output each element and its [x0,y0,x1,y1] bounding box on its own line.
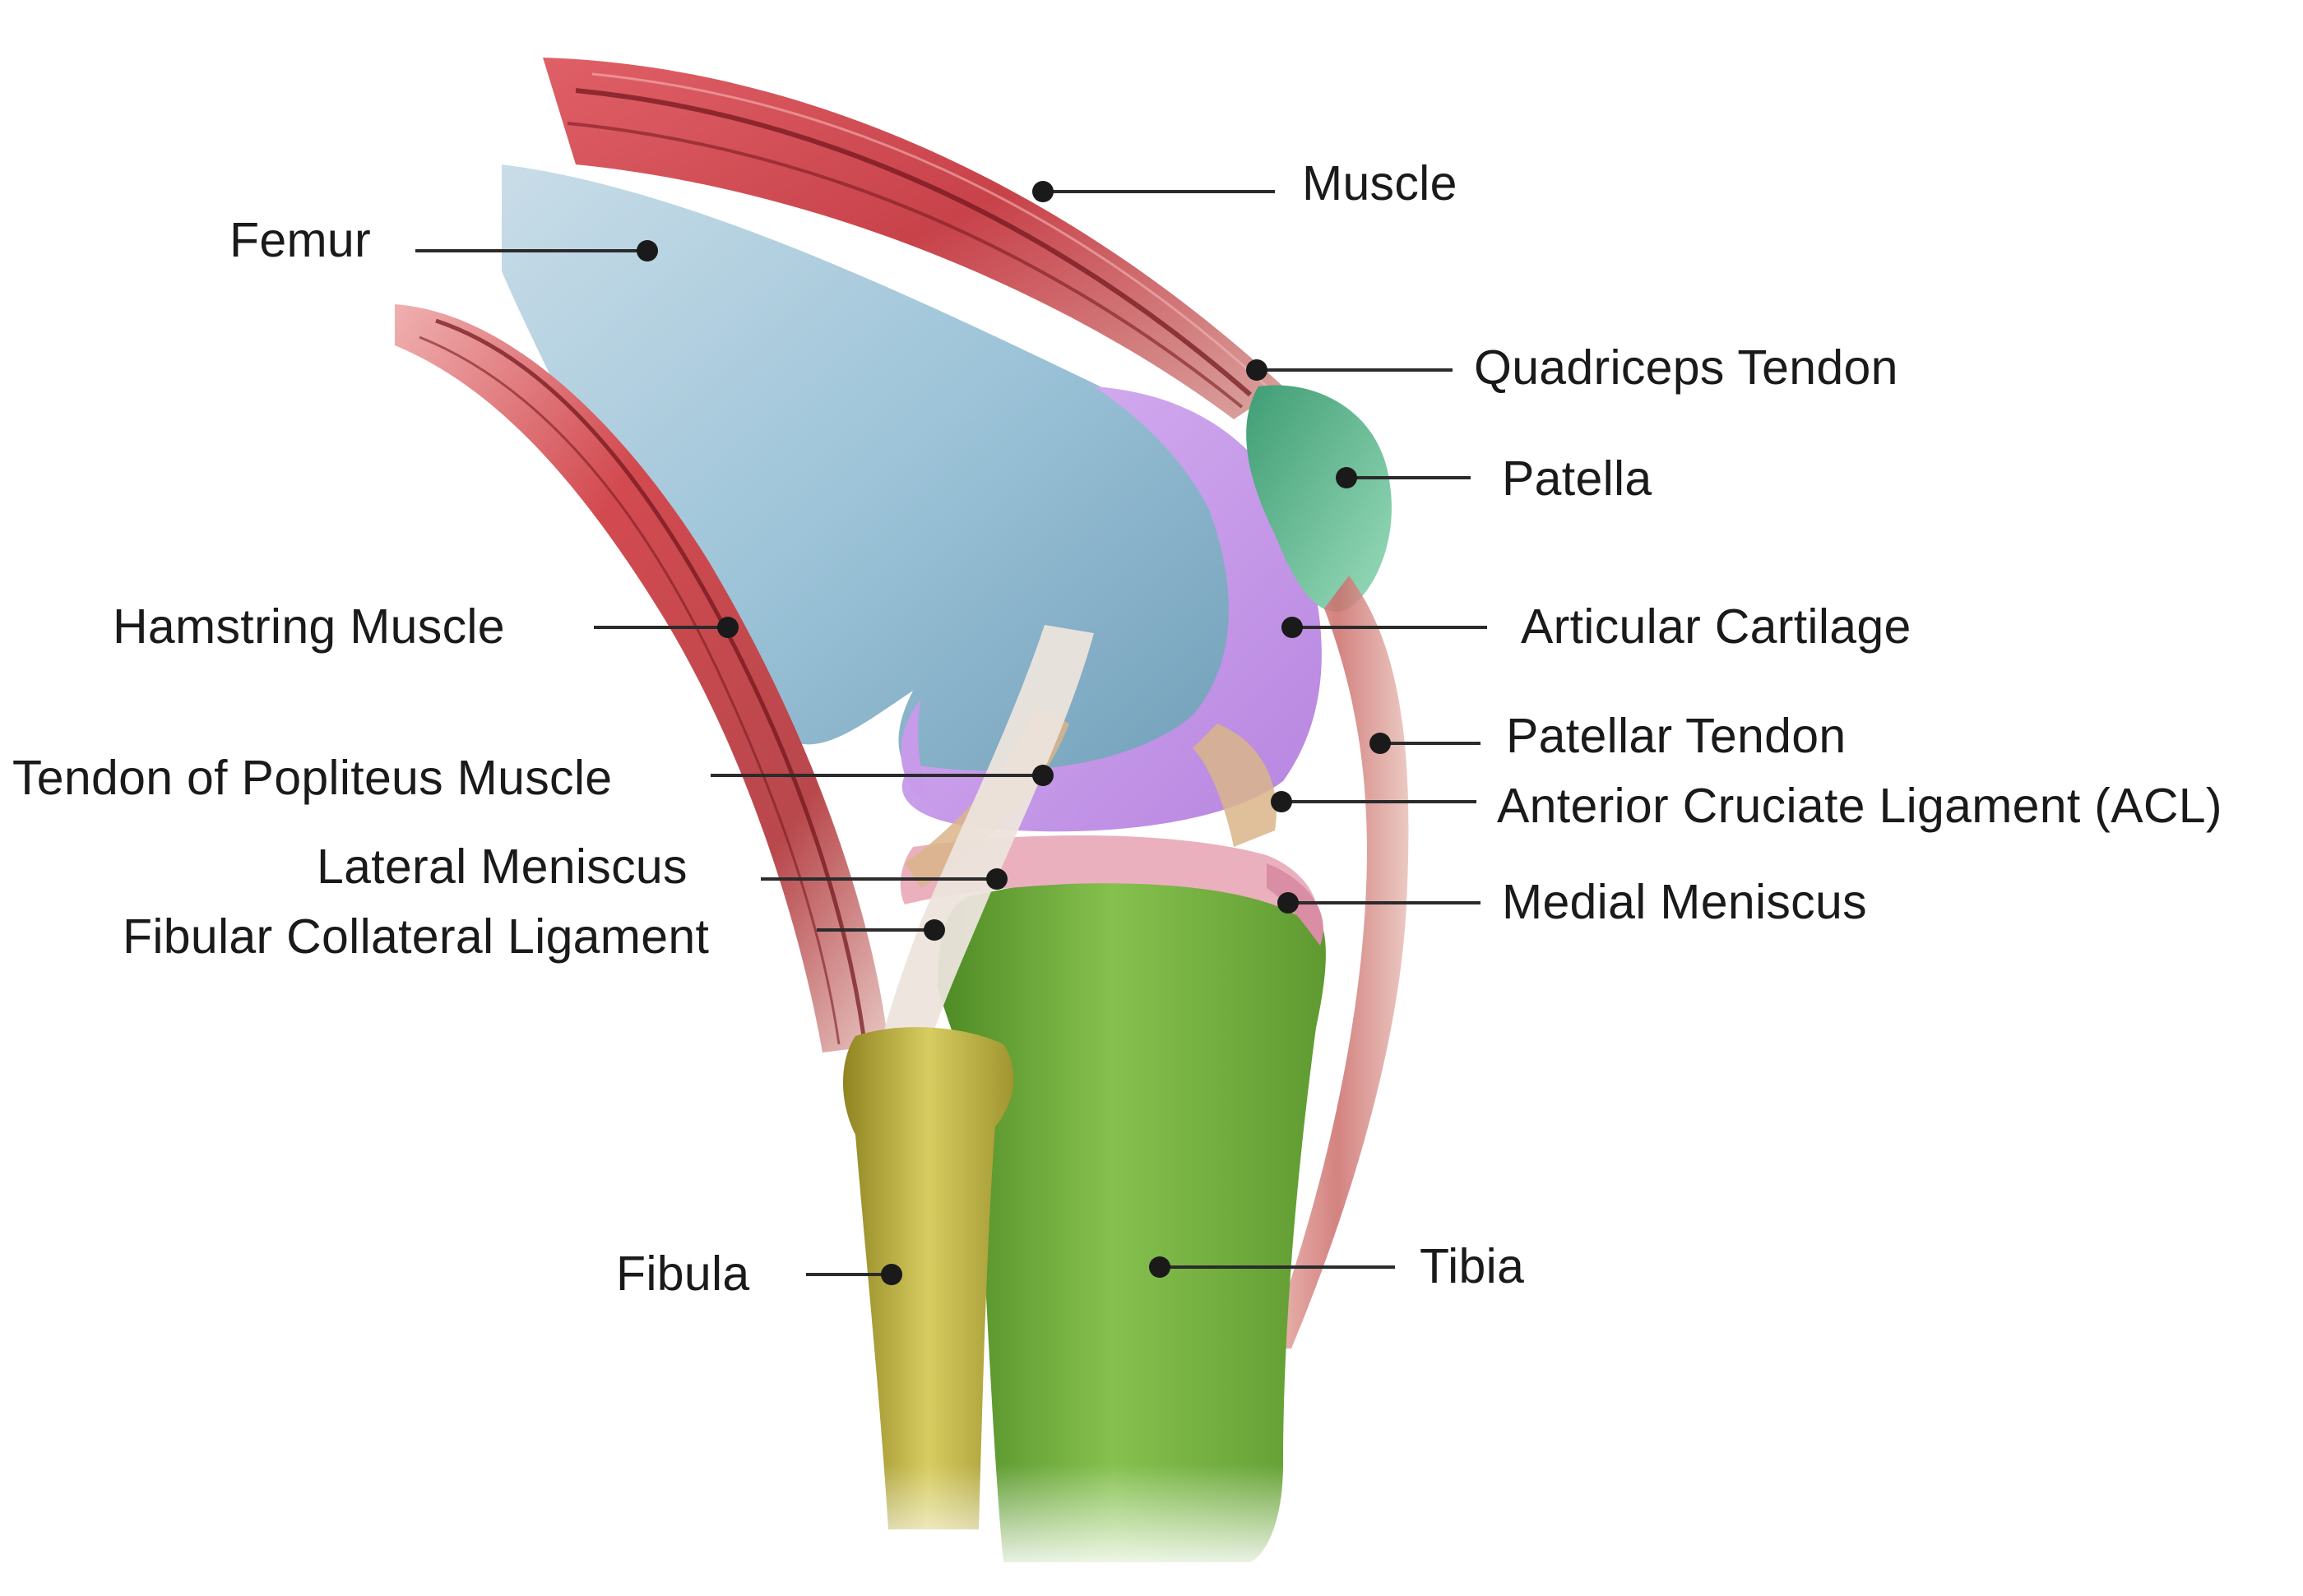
label-fibula: Fibula [616,1247,750,1301]
label-tendon-of-popliteus-muscle: Tendon of Popliteus Muscle [12,751,613,805]
label-articular-cartilage: Articular Cartilage [1521,599,1911,654]
label-tibia: Tibia [1420,1239,1525,1293]
label-lateral-meniscus: Lateral Meniscus [317,840,688,894]
acl-shape [1193,724,1277,847]
articular-cartilage-shape [901,386,1322,832]
label-quadriceps-tendon: Quadriceps Tendon [1474,340,1898,395]
fibula-shape [843,1027,1014,1529]
patella-shape [1246,385,1392,612]
label-fibular-collateral-ligament: Fibular Collateral Ligament [123,909,710,964]
leader-lines [415,181,1487,1285]
hamstring-muscle-shape [395,304,888,1052]
label-anterior-cruciate-ligament: Anterior Cruciate Ligament (ACL) [1497,779,2222,833]
label-patellar-tendon: Patellar Tendon [1506,709,1847,763]
label-patella: Patella [1502,451,1652,506]
tibia-shape [938,878,1326,1562]
fibular-collateral-ligament-shape [872,625,1094,1094]
label-muscle: Muscle [1302,156,1457,210]
label-medial-meniscus: Medial Meniscus [1502,875,1867,929]
quadriceps-muscle-shape [543,58,1283,419]
patellar-tendon-shape [1267,576,1409,1349]
label-hamstring-muscle: Hamstring Muscle [113,599,505,654]
label-femur: Femur [229,213,371,267]
